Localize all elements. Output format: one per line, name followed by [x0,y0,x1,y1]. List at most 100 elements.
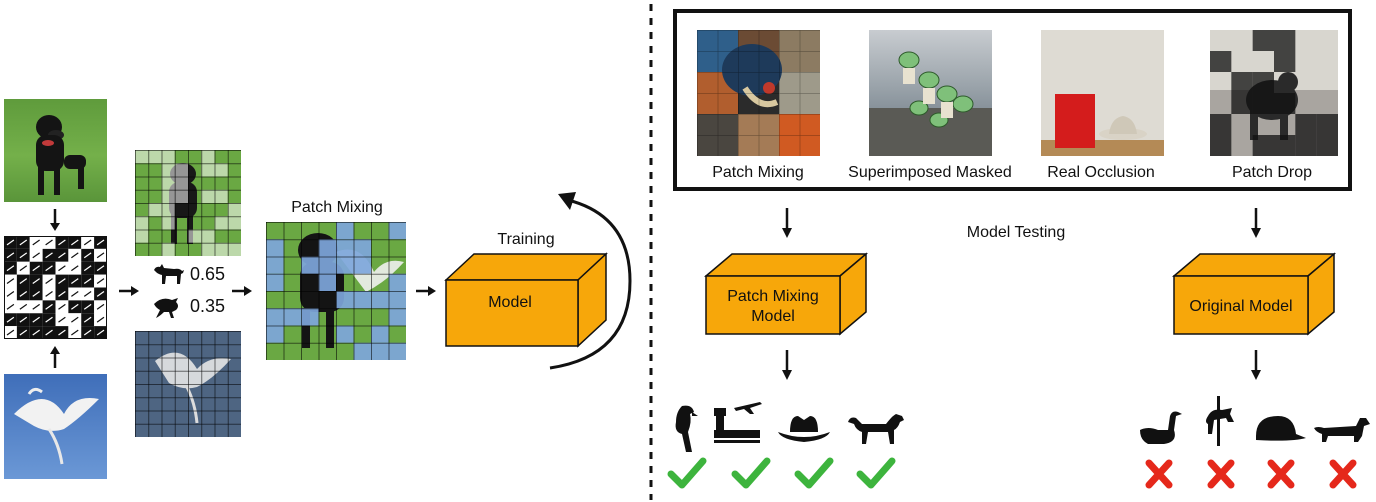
mixing-mask [4,236,107,339]
pattern-cell [1295,114,1317,135]
pattern-cell [1274,135,1296,156]
check-icon-3 [794,457,834,489]
bird-photo [4,374,107,479]
check-icon-4 [856,457,896,489]
mask-glyph [58,303,66,310]
mask-glyph [96,316,105,323]
test-image-patch-drop [1210,30,1338,156]
pattern-cell [1295,135,1317,156]
mask-glyph [32,239,40,246]
mask-glyph [71,329,79,336]
pattern-cell [1210,135,1232,156]
masked-dog-patches [135,150,241,256]
cross-icon-3 [1267,459,1295,489]
cross-icon-2 [1207,459,1235,489]
mask-glyph [32,252,40,259]
mask-glyph [58,329,66,336]
training-model-box [444,252,608,348]
training-label: Training [497,231,555,248]
arrow-dog-to-mask [50,209,60,231]
mask-glyph [71,239,79,246]
mask-glyph [71,316,79,323]
pattern-cell [1274,93,1296,114]
mask-glyph [83,316,92,323]
mask-glyph [83,278,92,284]
mask-glyph [96,291,105,297]
mask-glyph [19,316,28,323]
mask-glyph [58,265,66,272]
training-loop-arrow [549,192,632,370]
arrow-original-model-to-results [1251,350,1261,380]
pattern-cell [1210,114,1232,135]
test-image-superimposed-masked [869,30,992,156]
cowboy-hat-icon [778,416,830,442]
arrow-patch-model-to-results [782,350,792,380]
mask-glyph [45,252,53,259]
mask-glyph [32,316,40,323]
patch-mixing-model-line1: Patch Mixing [727,288,819,305]
mask-glyph [19,239,28,246]
mask-glyph [6,252,15,259]
mask-glyph [45,278,53,284]
masked-bird-patches [135,331,241,437]
label-real-occlusion: Real Occlusion [1047,164,1155,181]
pattern-cell [1316,135,1338,156]
patch-mixing-title: Patch Mixing [291,199,383,216]
mask-glyph [19,278,28,284]
mask-glyph [6,316,15,323]
mask-glyph [32,291,40,297]
mask-glyph [45,316,53,323]
mask-glyph [71,303,79,310]
mask-glyph [32,265,40,272]
mask-glyph [83,239,92,246]
arrow-mask-to-patches [119,286,139,296]
mask-glyph [71,252,79,259]
mask-glyph [6,239,15,246]
mask-glyph [71,278,79,284]
mask-glyph [19,252,28,259]
pattern-cell [1231,72,1253,93]
mask-glyph [58,239,66,246]
ratio-dog: 0.65 [190,264,226,284]
original-model-box [1172,252,1337,336]
carousel-icon [1206,396,1234,446]
label-patch-mixing: Patch Mixing [712,164,804,181]
mask-glyph [6,265,15,272]
mask-glyph [6,329,15,336]
pattern-cell [1231,93,1253,114]
pattern-cell [1316,114,1338,135]
mask-glyph [83,303,92,310]
arrow-frame-to-original-model [1251,208,1261,238]
mask-glyph [6,291,15,297]
model-testing-label: Model Testing [966,224,1066,241]
dog-icon [848,414,904,444]
mask-glyph [83,291,92,297]
cross-icon-4 [1329,459,1357,489]
mask-glyph [45,265,53,272]
arrow-bird-to-mask [50,346,60,368]
patch-mixing-model-box [704,252,869,336]
cross-icon-1 [1145,459,1173,489]
pattern-cell [1252,72,1274,93]
pattern-cell [1252,93,1274,114]
label-patch-drop: Patch Drop [1231,164,1313,181]
mask-glyph [58,252,66,259]
original-model-label: Original Model [1189,298,1293,315]
dog-photo [4,99,107,202]
mask-glyph [19,329,28,336]
arrow-patches-to-mix [232,286,252,296]
mask-glyph [83,265,92,272]
mask-glyph [96,239,105,246]
pattern-cell [1274,30,1296,51]
mask-glyph [96,329,105,336]
bird-silhouette-icon [154,298,178,318]
check-icon-2 [731,457,771,489]
mask-glyph [45,291,53,297]
parrot-icon [675,405,698,452]
test-image-real-occlusion [1041,30,1164,156]
mask-glyph [19,303,28,310]
mask-glyph [6,303,15,310]
mask-glyph [58,316,66,323]
mask-glyph [96,252,105,259]
ratio-bird: 0.35 [190,296,226,316]
